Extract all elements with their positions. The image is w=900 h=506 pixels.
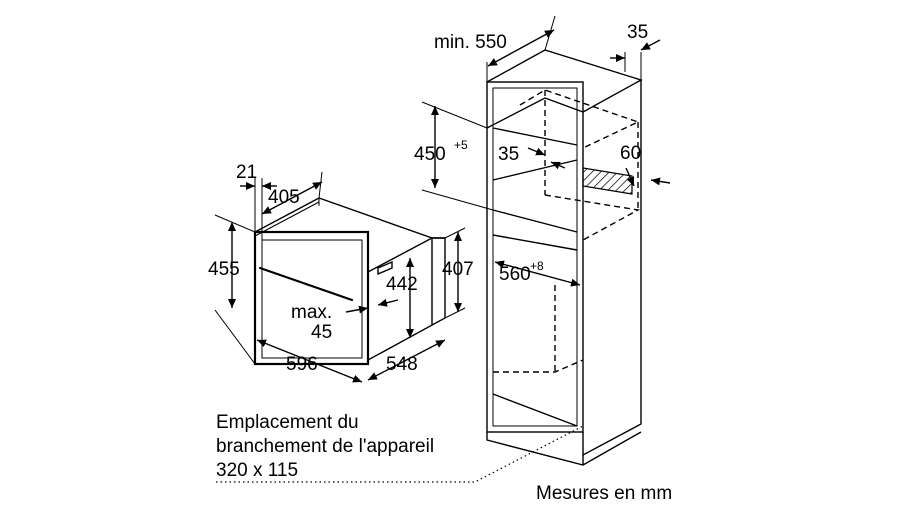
connection-note-line2: branchement de l'appareil: [216, 436, 434, 457]
cabinet-dim-450: 450: [414, 144, 446, 165]
cabinet-dim-60: 60: [620, 143, 641, 164]
oven-dimension-lines: [214, 171, 466, 383]
cabinet-dim-35-top: 35: [627, 22, 648, 43]
units-note: Mesures en mm: [536, 483, 672, 504]
oven-dim-442: 442: [386, 274, 418, 295]
connection-note-line1: Emplacement du: [216, 412, 359, 433]
cabinet-drawing: [486, 49, 643, 466]
cabinet-dim-35-rear: 35: [498, 144, 519, 165]
oven-dim-596: 596: [286, 354, 318, 375]
connection-note-line3: 320 x 115: [216, 460, 298, 481]
cabinet-dim-560-tol: +8: [530, 259, 544, 273]
oven-drawing: [253, 197, 446, 366]
cabinet-dim-560: 560: [499, 264, 531, 285]
cabinet-dimension-lines: [421, 15, 671, 287]
oven-dim-548: 548: [386, 354, 418, 375]
oven-dim-21: 21: [236, 162, 257, 183]
cabinet-dim-450-tol: +5: [454, 138, 468, 152]
oven-dim-407: 407: [442, 259, 474, 280]
oven-max-value: 45: [311, 322, 332, 343]
oven-max-label: max.: [291, 302, 332, 323]
connection-leader-line: [216, 425, 584, 483]
cabinet-dim-min-550: min. 550: [434, 32, 507, 53]
oven-dim-405: 405: [268, 187, 300, 208]
oven-dim-455: 455: [208, 259, 240, 280]
